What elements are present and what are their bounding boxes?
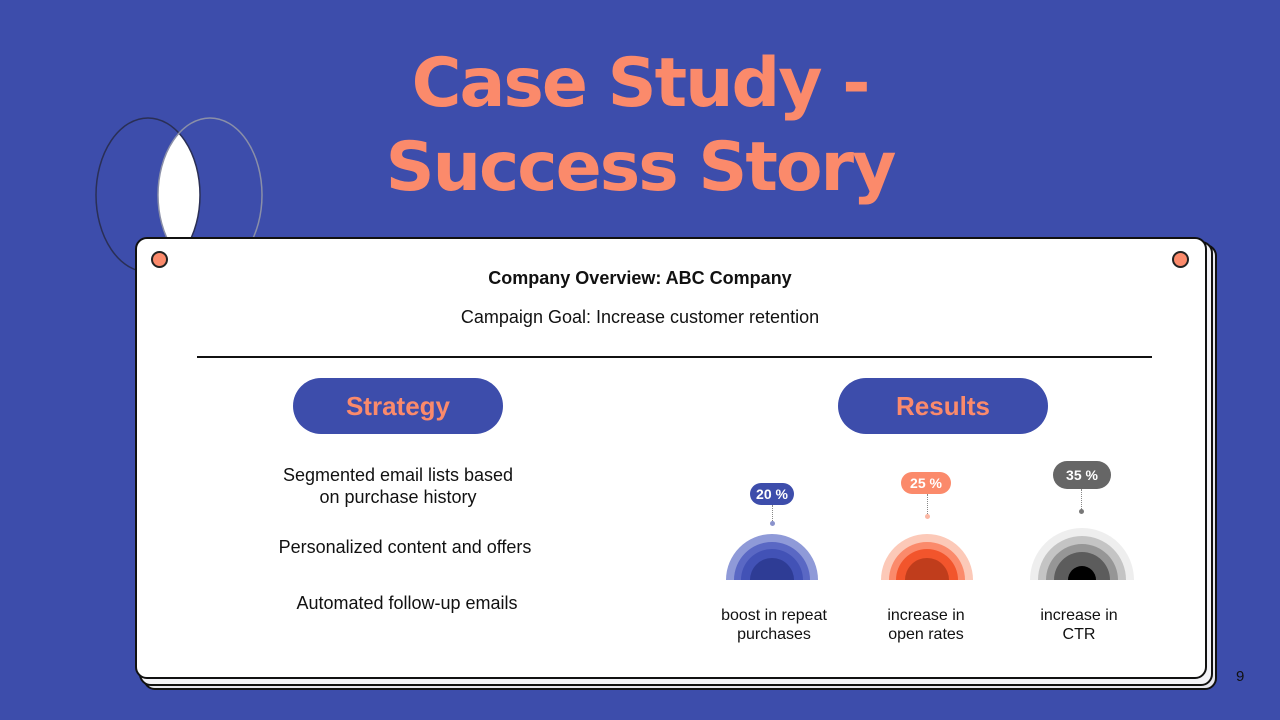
strategy-item-2: Personalized content and offers: [278, 537, 532, 557]
divider: [197, 356, 1152, 358]
result-3-label-line-2: CTR: [1062, 626, 1096, 643]
results-heading: Results: [838, 378, 1048, 434]
result-3-arcs: [1030, 528, 1134, 580]
result-2-stem: [927, 494, 928, 514]
strategy-item-1-line-2: on purchase history: [319, 487, 477, 507]
result-1-stem: [772, 505, 773, 521]
result-2-dot: [925, 514, 930, 519]
campaign-goal: Campaign Goal: Increase customer retenti…: [460, 307, 820, 327]
pin-right: [1172, 251, 1189, 268]
result-3-label-line-1: increase in: [1040, 607, 1118, 624]
result-2-arcs: [881, 534, 973, 580]
result-1-label: boost in repeat purchases: [694, 606, 854, 644]
result-2-label-line-2: open rates: [888, 626, 964, 643]
result-3-label: increase in CTR: [999, 606, 1159, 644]
strategy-item-3: Automated follow-up emails: [296, 593, 518, 613]
result-1-label-line-2: purchases: [737, 626, 811, 643]
result-1-arcs: [726, 534, 818, 580]
result-2-label: increase in open rates: [846, 606, 1006, 644]
strategy-item-1: Segmented email lists based on purchase …: [248, 464, 548, 508]
result-1-dot: [770, 521, 775, 526]
result-3-dot: [1079, 509, 1084, 514]
result-3-stem: [1081, 489, 1082, 509]
strategy-heading: Strategy: [293, 378, 503, 434]
slide-title-line-2: Success Story: [385, 128, 897, 207]
result-3-badge: 35 %: [1053, 461, 1111, 489]
company-overview: Company Overview: ABC Company: [488, 268, 792, 288]
content-card: [135, 237, 1207, 679]
result-2-badge: 25 %: [901, 472, 951, 494]
pin-left: [151, 251, 168, 268]
strategy-item-1-line-1: Segmented email lists based: [282, 465, 514, 485]
slide-title-line-1: Case Study -: [411, 44, 871, 123]
result-2-label-line-1: increase in: [887, 607, 965, 624]
result-1-badge: 20 %: [750, 483, 794, 505]
page-number: 9: [1236, 668, 1245, 685]
result-1-label-line-1: boost in repeat: [721, 607, 827, 624]
